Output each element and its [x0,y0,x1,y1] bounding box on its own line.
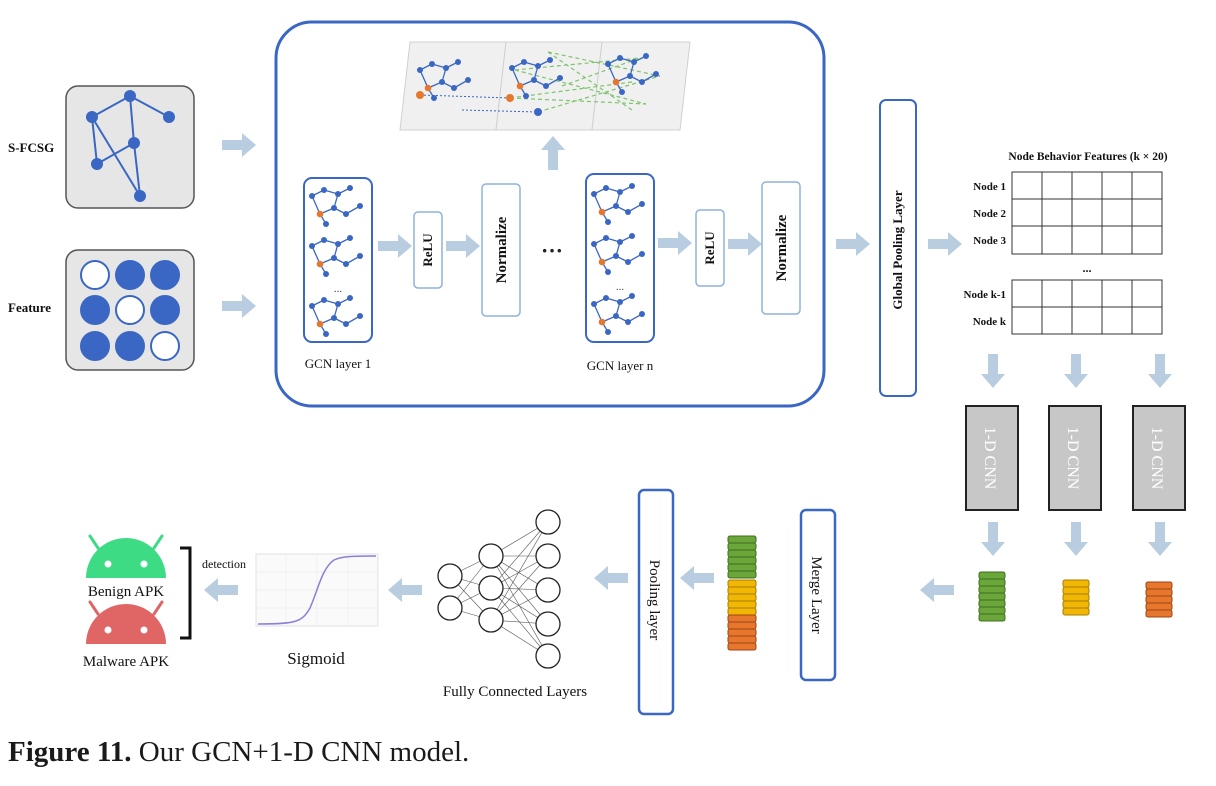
green-feature-stack [978,571,1006,622]
arrow-sigmoid-to-output [204,578,238,602]
pooling-layer-label: Pooling layer [646,560,662,640]
sigmoid-plot: Sigmoid [255,553,379,668]
arrow-feature-to-gcn [222,294,256,318]
cnn-box-1 [965,405,1019,511]
feature-input: Feature [8,249,256,371]
gcn-layer-1-ellipsis: ... [334,283,343,295]
arrow-table-to-cnn-1 [981,354,1005,388]
normalize-label-1: Normalize [494,216,510,283]
node-row-label: Node k [973,316,1007,328]
cnn-box-2 [1048,405,1102,511]
gcn-cnn-diagram: S-FCSG Feature [8,20,1186,716]
orange-feature-stack [1145,581,1173,618]
sigmoid-label: Sigmoid [287,649,345,668]
arrow-pooling-to-table [928,232,962,256]
arrow-gcn-to-pooling [836,232,870,256]
node-row-label: Node 3 [973,235,1006,247]
fc-label: Fully Connected Layers [443,684,587,700]
layers-ellipsis: ··· [541,238,563,263]
arrow-table-to-cnn-3 [1148,354,1172,388]
sfcsg-graph-edges [91,95,170,197]
merged-feature-vector [727,535,757,651]
detection-label: detection [202,557,246,571]
arrow-stacks-to-merge [920,578,954,602]
arrow-sfcsg-to-gcn [222,133,256,157]
sfcsg-graph-nodes [86,90,175,202]
gcn-layer-n-ellipsis: ... [616,281,625,293]
feature-label: Feature [8,300,51,315]
merge-layer-box [799,508,837,682]
benign-android-icon [86,534,166,578]
normalize-label-2: Normalize [774,214,790,281]
merge-layer-label: Merge Layer [808,556,824,634]
gcn-layer-n-label: GCN layer n [587,358,654,373]
node-row-label: Node 2 [973,208,1006,220]
relu-label-2: ReLU [702,231,717,265]
figure-caption-text: Our GCN+1-D CNN model. [131,736,470,768]
relu-label-1: ReLU [420,233,435,267]
benign-label: Benign APK [88,584,164,600]
node-row-label: Node k-1 [964,289,1006,301]
sfcsg-input: S-FCSG [8,85,256,209]
arrow-pooling-to-fc [594,566,628,590]
cnn-label-2: 1-D CNN [1064,427,1081,490]
node-feature-table: Node Behavior Features (k × 20) Node 1 N… [964,151,1168,335]
sfcsg-label: S-FCSG [8,140,54,155]
arrow-cnn-2-down [1064,522,1088,556]
cnn-label-1: 1-D CNN [981,427,998,490]
gcn-block: ... GCN layer 1 ReLU Normalize ··· ... G… [274,20,826,408]
global-pooling-label: Global Pooling Layer [890,190,905,309]
node-table-title: Node Behavior Features (k × 20) [1008,151,1167,163]
arrow-merge-to-pooling [680,566,714,590]
arrow-table-to-cnn-2 [1064,354,1088,388]
cnn-box-3 [1132,405,1186,511]
figure-number: Figure 11. [8,736,132,768]
relu-box-1 [413,211,443,289]
normalize-box-1 [481,183,521,317]
arrow-cnn-1-down [981,522,1005,556]
malware-label: Malware APK [83,654,169,670]
fully-connected-network: Fully Connected Layers [437,509,587,700]
sigmoid-curve [257,555,377,625]
graph-planes [399,41,691,131]
pooling-layer-box [637,488,675,716]
arrow-fc-to-sigmoid [388,578,422,602]
normalize-box-2 [761,181,801,315]
malware-android-icon [86,600,166,644]
cnn-label-3: 1-D CNN [1148,427,1165,490]
feature-circles [80,260,180,361]
node-table-ellipsis: ... [1083,261,1092,275]
detection-bracket [180,546,192,640]
relu-box-2 [695,209,725,287]
gcn-layer-1-label: GCN layer 1 [305,356,371,371]
global-pooling-box [879,99,917,397]
figure-caption: Figure 11. Our GCN+1-D CNN model. [8,736,469,769]
node-row-label: Node 1 [973,181,1006,193]
arrow-cnn-3-down [1148,522,1172,556]
yellow-feature-stack [1062,579,1090,616]
